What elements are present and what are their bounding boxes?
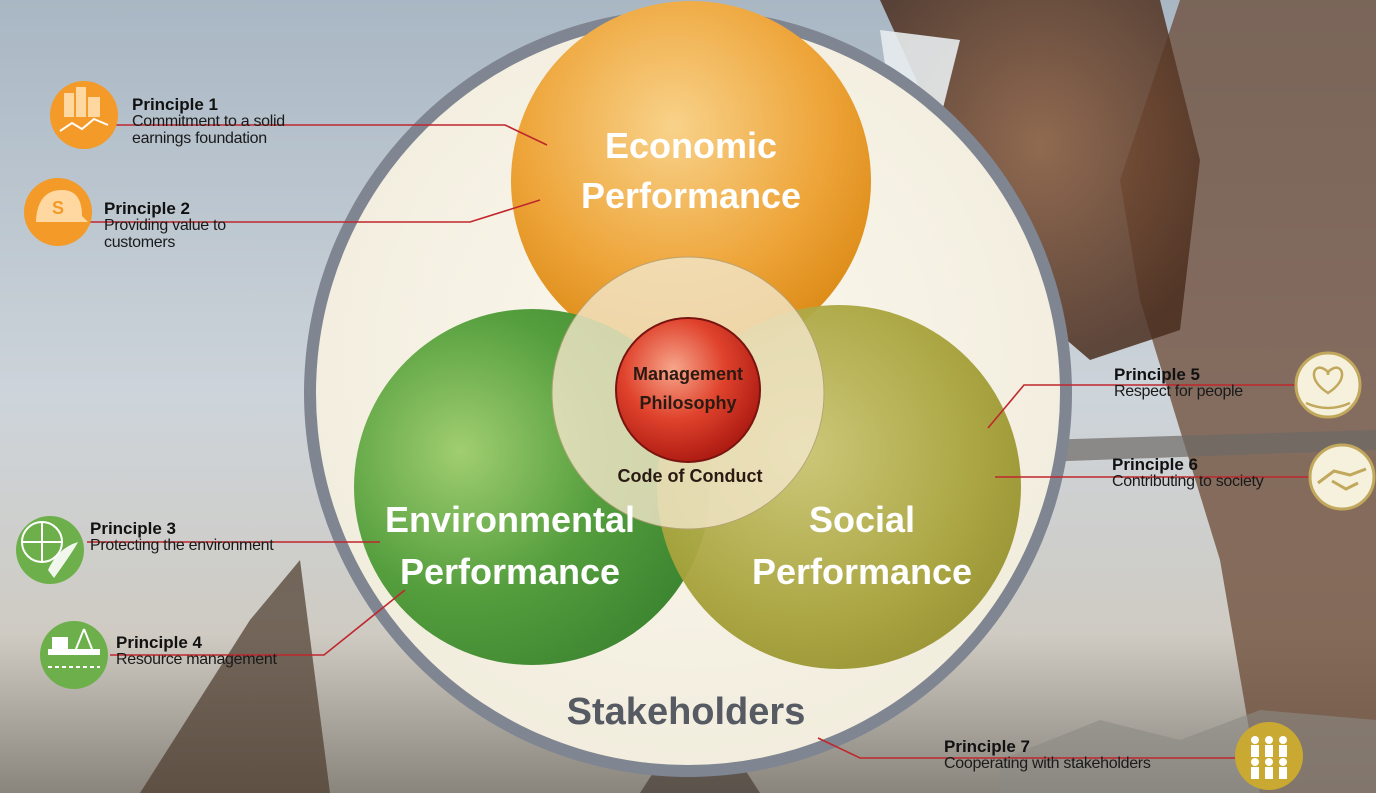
heart-hands-icon <box>1294 351 1362 419</box>
principle-2-title: Principle 2 <box>104 199 190 218</box>
social-title-line2: Performance <box>752 551 972 592</box>
principle-3-title: Principle 3 <box>90 519 176 538</box>
oil-rig-icon <box>40 621 108 689</box>
principle-1-label: Principle 1 Commitment to a solid earnin… <box>132 96 285 147</box>
principle-1-title: Principle 1 <box>132 95 218 114</box>
city-chart-icon <box>50 81 118 149</box>
economic-title-line1: Economic <box>605 125 777 166</box>
principle-5-title: Principle 5 <box>1114 365 1200 384</box>
code-of-conduct-label: Code of Conduct <box>618 466 763 486</box>
environmental-title-line2: Performance <box>400 551 620 592</box>
principle-1-desc-line2: earnings foundation <box>132 129 267 147</box>
cap-icon: S <box>24 178 92 246</box>
environmental-title-line1: Environmental <box>385 499 635 540</box>
principle-6-desc-line1: Contributing to society <box>1112 472 1264 490</box>
principle-2-label: Principle 2 Providing value to customers <box>104 200 226 251</box>
principle-3-desc-line1: Protecting the environment <box>90 536 274 554</box>
leader-line-1 <box>84 124 548 146</box>
management-philosophy-circle <box>615 317 761 463</box>
principle-5-label: Principle 5 Respect for people <box>1114 366 1243 401</box>
globe-leaf-icon <box>16 516 84 584</box>
svg-text:S: S <box>52 198 64 218</box>
principle-4-title: Principle 4 <box>116 633 202 652</box>
principle-7-desc-line1: Cooperating with stakeholders <box>944 754 1151 772</box>
people-group-icon <box>1235 722 1303 790</box>
principle-2-desc-line2: customers <box>104 233 176 251</box>
economic-circle <box>511 1 871 361</box>
principle-7-label: Principle 7 Cooperating with stakeholder… <box>944 738 1151 773</box>
principle-5-desc-line1: Respect for people <box>1114 382 1243 400</box>
handshake-icon <box>1308 443 1376 511</box>
leader-line-7 <box>817 737 1240 759</box>
leader-line-5 <box>987 384 1296 429</box>
principle-7-title: Principle 7 <box>944 737 1030 756</box>
social-title-line1: Social <box>809 499 915 540</box>
principle-6-label: Principle 6 Contributing to society <box>1112 455 1264 491</box>
stakeholders-label: Stakeholders <box>567 691 806 733</box>
principle-2-desc-line1: Providing value to <box>104 216 226 234</box>
principle-4-desc-line1: Resource management <box>116 650 277 668</box>
economic-title-line2: Performance <box>581 175 801 216</box>
leader-line-2 <box>58 199 541 223</box>
principle-3-label: Principle 3 Protecting the environment <box>90 519 274 555</box>
principle-6-title: Principle 6 <box>1112 455 1198 474</box>
leader-line-4 <box>110 589 406 656</box>
principle-1-desc-line1: Commitment to a solid <box>132 112 285 130</box>
management-philosophy-line1: Management <box>633 364 743 384</box>
principle-4-label: Principle 4 Resource management <box>116 634 277 669</box>
management-philosophy-line2: Philosophy <box>639 393 736 413</box>
